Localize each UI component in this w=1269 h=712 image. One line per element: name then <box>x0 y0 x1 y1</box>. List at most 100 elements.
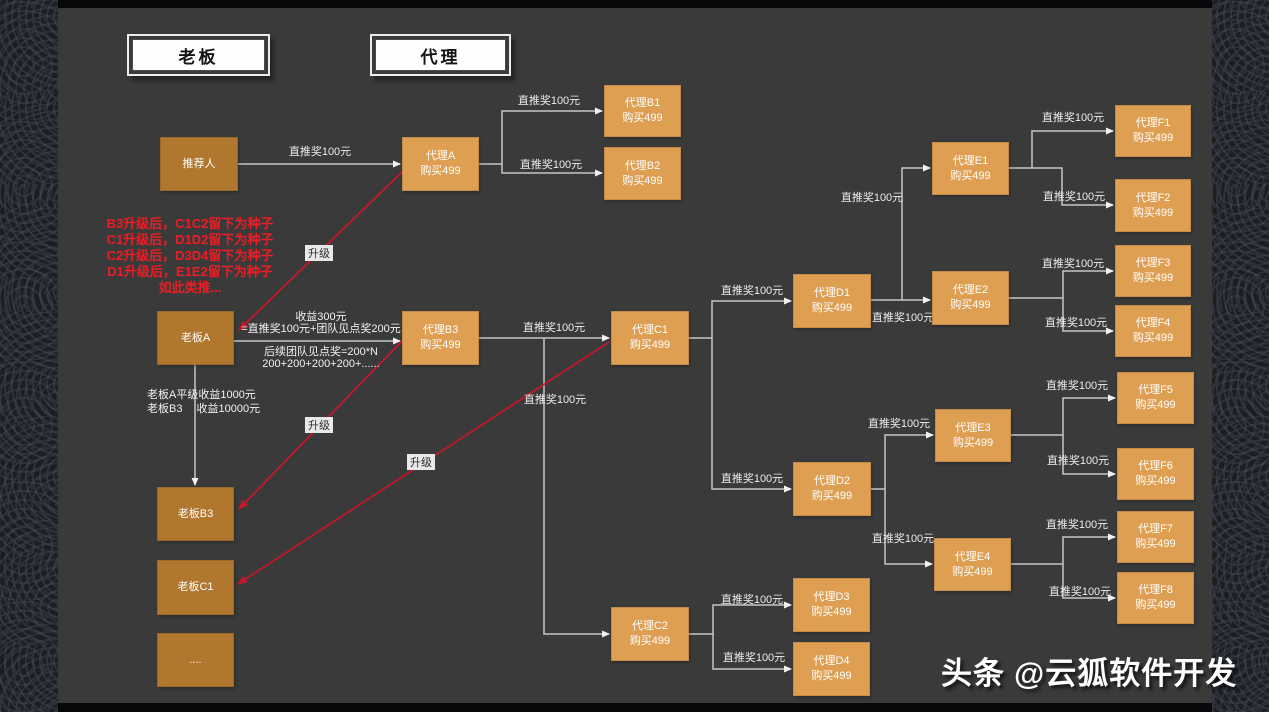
node-agent-a: 代理A 购买499 <box>402 137 479 191</box>
upgrade-edge-label: 升级 <box>305 417 333 433</box>
peer-income-line: 老板B3 收益10000元 <box>147 403 261 415</box>
node-sublabel: 购买499 <box>1132 132 1174 144</box>
income-note-top: 收益300元 =直推奖100元+团队见点奖200元 <box>241 311 401 335</box>
edge-label: 直推奖100元 <box>720 285 784 297</box>
node-sublabel: 购买499 <box>952 565 993 578</box>
node-label: 代理B3 <box>422 324 459 337</box>
node-label: 代理D1 <box>813 287 851 300</box>
income-note-line: =直推奖100元+团队见点奖200元 <box>241 323 401 335</box>
node-agent-e2: 代理E2 购买499 <box>932 271 1009 325</box>
node-agent-f3: 代理F3 购买499 <box>1115 245 1191 297</box>
node-boss-b3: 老板B3 <box>157 487 234 541</box>
edge-label: 直推奖100元 <box>871 312 935 324</box>
edge-label: 直推奖100元 <box>720 594 784 606</box>
edge-label: 直推奖100元 <box>1045 380 1109 392</box>
node-referrer: 推荐人 <box>160 137 238 191</box>
node-agent-e1: 代理E1 购买499 <box>932 142 1009 195</box>
node-sublabel: 购买499 <box>1135 599 1176 611</box>
node-sublabel: 购买499 <box>629 635 671 647</box>
node-boss-more: .... <box>157 633 234 687</box>
node-sublabel: 购买499 <box>811 302 853 314</box>
watermark: 头条 @云狐软件开发 <box>941 648 1237 693</box>
node-agent-e3: 代理E3 购买499 <box>935 409 1011 462</box>
node-agent-f8: 代理F8 购买499 <box>1117 572 1194 624</box>
edge-label: 直推奖100元 <box>722 652 786 664</box>
edge-label: 直推奖100元 <box>523 394 587 406</box>
node-sublabel: 购买499 <box>1135 538 1176 550</box>
node-label: 代理F2 <box>1135 191 1171 204</box>
node-label: 代理E1 <box>952 154 989 167</box>
left-ornament-border <box>0 0 58 712</box>
node-sublabel: 购买499 <box>1132 272 1174 284</box>
seed-rule-line: C2升级后，D3D4留下为种子 <box>106 248 274 263</box>
seed-rule-line: 如此类推... <box>158 280 222 295</box>
node-sublabel: 购买499 <box>950 169 991 182</box>
edge-label: 直推奖100元 <box>1041 258 1105 270</box>
node-sublabel: 购买499 <box>950 299 991 311</box>
income-note-line: 收益300元 <box>295 311 347 323</box>
node-sublabel: 购买499 <box>1132 206 1174 219</box>
node-sublabel: 购买499 <box>952 436 994 449</box>
node-sublabel: 购买499 <box>622 174 663 187</box>
edge-label: 直推奖100元 <box>1041 112 1105 124</box>
node-agent-f6: 代理F6 购买499 <box>1117 448 1194 500</box>
node-sublabel: 购买499 <box>1135 475 1176 487</box>
node-label: 代理F8 <box>1138 584 1173 597</box>
node-label: 推荐人 <box>182 157 216 170</box>
income-note-line: 后续团队见点奖=200*N <box>263 346 379 358</box>
right-ornament-border <box>1212 0 1269 712</box>
edge-label: 直推奖100元 <box>871 533 935 545</box>
node-label: 代理F4 <box>1135 317 1171 330</box>
income-note-bottom: 后续团队见点奖=200*N 200+200+200+200+...... <box>262 346 379 370</box>
edge-label: 直推奖100元 <box>867 418 931 430</box>
edge-label: 直推奖100元 <box>1048 586 1112 598</box>
node-label: 代理B2 <box>624 159 661 172</box>
node-agent-c1: 代理C1 购买499 <box>611 311 689 365</box>
node-label: 代理F6 <box>1138 460 1173 473</box>
watermark-handle: @云狐软件开发 <box>1014 656 1238 691</box>
node-label: 代理F1 <box>1135 117 1171 130</box>
node-label: 代理E2 <box>952 284 989 297</box>
edge-label: 直推奖100元 <box>519 159 583 171</box>
edge-label: 直推奖100元 <box>517 95 581 107</box>
upgrade-edge-label: 升级 <box>305 245 333 261</box>
peer-income-line: 老板A平级收益1000元 <box>147 389 256 401</box>
seed-rule-line: D1升级后，E1E2留下为种子 <box>107 264 273 279</box>
legend-boss: 老板 <box>127 34 270 76</box>
node-label: 代理F3 <box>1135 257 1171 270</box>
edge-label: 直推奖100元 <box>1045 519 1109 531</box>
node-label: 代理C1 <box>631 324 669 337</box>
node-sublabel: 购买499 <box>629 339 671 351</box>
peer-income-note: 老板A平级收益1000元 老板B3 收益10000元 <box>147 388 260 416</box>
node-label: 老板A <box>180 331 211 344</box>
node-agent-f7: 代理F7 购买499 <box>1117 511 1194 563</box>
seed-rule-line: B3升级后，C1C2留下为种子 <box>106 216 274 231</box>
node-sublabel: 购买499 <box>811 606 852 618</box>
edge-label: 直推奖100元 <box>1046 455 1110 467</box>
legend-boss-label: 老板 <box>132 39 265 71</box>
upgrade-edge-label: 升级 <box>407 454 435 470</box>
node-sublabel: 购买499 <box>811 490 853 502</box>
edge-label: 直推奖100元 <box>1044 317 1108 329</box>
node-label: 老板B3 <box>177 507 214 520</box>
node-label: 代理A <box>425 150 456 163</box>
legend-agent: 代理 <box>370 34 511 76</box>
watermark-brand: 头条 <box>941 656 1005 691</box>
node-label: 代理D4 <box>813 655 850 668</box>
node-agent-f1: 代理F1 购买499 <box>1115 105 1191 157</box>
node-label: 代理F7 <box>1138 523 1173 536</box>
node-boss-c1: 老板C1 <box>157 560 234 615</box>
node-sublabel: 购买499 <box>420 165 461 177</box>
edge-label: 直推奖100元 <box>522 322 586 334</box>
edge-label: 直推奖100元 <box>1042 191 1106 203</box>
node-label: 代理E3 <box>955 421 991 434</box>
node-label: 代理F5 <box>1138 384 1173 397</box>
node-sublabel: 购买499 <box>622 112 663 124</box>
